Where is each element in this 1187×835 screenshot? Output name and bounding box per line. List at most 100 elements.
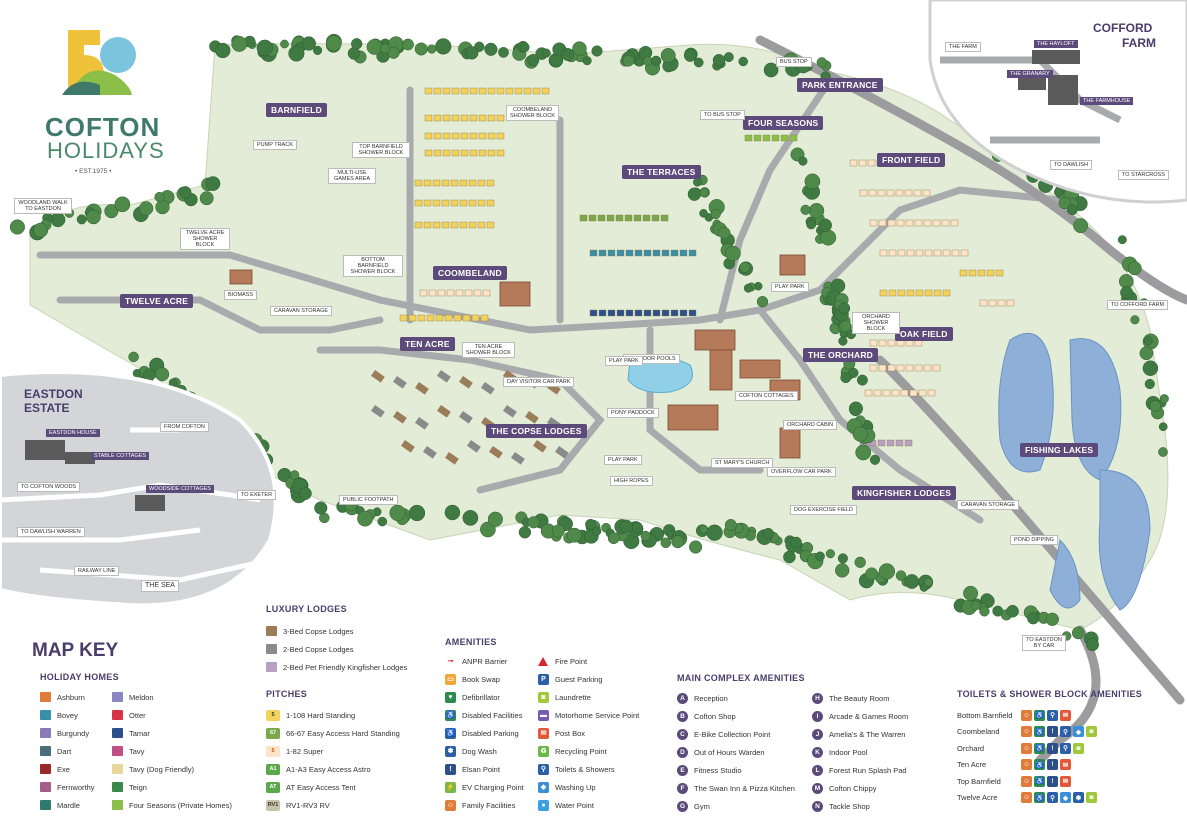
area-label-the-terraces[interactable]: THE TERRACES (622, 165, 701, 179)
fire-point-icon (538, 656, 548, 666)
key-label: Forest Run Splash Pad (829, 765, 907, 775)
key-label: Cofton Shop (694, 711, 736, 721)
tree (869, 454, 881, 465)
area-label-the-orchard[interactable]: THE ORCHARD (803, 348, 879, 362)
key-label: AT Easy Access Tent (286, 782, 356, 792)
area-label-twelve-acre[interactable]: TWELVE ACRE (120, 294, 194, 308)
area-label-park-entrance[interactable]: PARK ENTRANCE (797, 78, 883, 92)
area-label-kingfisher-lodges[interactable]: KINGFISHER LODGES (852, 486, 957, 500)
key-label: Gym (694, 801, 710, 811)
tree (622, 54, 635, 67)
pitch-plot (895, 439, 904, 447)
key-label: Book Swap (462, 674, 500, 684)
key-item: ✽Dog Wash (445, 742, 524, 760)
key-label: E-Bike Collection Point (694, 729, 771, 739)
key-label: Out of Hours Warden (694, 747, 765, 757)
key-item: Otter (112, 706, 232, 724)
pitch-plot (435, 314, 444, 322)
laundrette-icon: ◙ (1073, 742, 1084, 754)
tree (1117, 235, 1127, 245)
label-cofton-cottages: COFTON COTTAGES (735, 391, 798, 402)
tree (1045, 612, 1059, 626)
lodge (510, 451, 525, 465)
tree (992, 605, 1004, 617)
tree (527, 54, 540, 67)
tree (619, 519, 634, 534)
pitch-plot (915, 289, 924, 297)
pitch-plot (868, 189, 877, 197)
tree (683, 49, 697, 62)
pitch-plot (634, 249, 643, 257)
area-label-coombeland[interactable]: COOMBELAND (433, 266, 507, 280)
tree (592, 526, 602, 536)
area-label-fishing-lakes[interactable]: FISHING LAKES (1020, 443, 1099, 457)
area-label-barnfield[interactable]: BARNFIELD (266, 103, 327, 117)
tree (541, 48, 551, 58)
key-item: ⚲Toilets & Showers (538, 760, 639, 778)
pitch-plot (867, 159, 876, 167)
pitch-plot (904, 439, 913, 447)
key-item: Tavy (112, 742, 232, 760)
pitch-plot (451, 114, 460, 122)
area-label-four-seasons[interactable]: FOUR SEASONS (743, 116, 824, 130)
tree (816, 57, 827, 68)
key-item: ☺Family Facilities (445, 796, 524, 814)
pitch-plot (922, 189, 931, 197)
family-icon: ☺ (1021, 759, 1032, 771)
eastdon-railway-line: RAILWAY LINE (74, 566, 120, 577)
key-label: 2-Bed Pet Friendly Kingfisher Lodges (283, 662, 408, 672)
luxury-lodges-list: 3-Bed Copse Lodges 2-Bed Copse Lodges 2-… (266, 622, 407, 676)
pitch-plot (477, 179, 486, 187)
swatch (40, 710, 51, 720)
tree (970, 600, 981, 611)
lodge (554, 446, 569, 459)
label-bus-stop: BUS STOP (776, 57, 812, 68)
pitch-plot (432, 221, 441, 229)
pitch-plot (968, 269, 977, 277)
pitch-plot (891, 389, 900, 397)
tree (408, 504, 426, 522)
pitch-plot (616, 309, 625, 317)
pitch-plot (432, 179, 441, 187)
area-label-front-field[interactable]: FRONT FIELD (877, 153, 946, 167)
key-item: !Elsan Point (445, 760, 524, 778)
pitch-plot (927, 389, 936, 397)
pitch-plot (477, 221, 486, 229)
toilet-block-name: Coombeland (957, 727, 1000, 737)
key-label: Fitness Studio (694, 765, 742, 775)
pitch-plot (660, 214, 669, 222)
tree (1086, 638, 1099, 652)
label-overflow: OVERFLOW CAR PARK (767, 467, 836, 478)
area-label-oak-field[interactable]: OAK FIELD (895, 327, 953, 341)
elsan-icon: ! (1047, 726, 1058, 738)
pitch-plot (888, 249, 897, 257)
tree (671, 535, 685, 549)
tree (763, 62, 779, 78)
pitch-plot (468, 221, 477, 229)
pitch-plot (950, 219, 959, 227)
area-label-the-copse-lodges[interactable]: THE COPSE LODGES (486, 424, 587, 438)
area-label-ten-acre[interactable]: TEN ACRE (400, 337, 455, 351)
pitch-plot (598, 249, 607, 257)
tree (280, 39, 289, 49)
lodge (414, 417, 429, 430)
toilet-block-row: Orchard☺♿!⚲◙ (957, 740, 1099, 757)
key-label: Disabled Parking (462, 728, 519, 738)
tree (1058, 196, 1072, 210)
label-day-visitor: DAY VISITOR CAR PARK (503, 377, 575, 388)
eastdon-to-exeter: TO EXETER (237, 490, 277, 501)
tree (723, 52, 734, 63)
pitch-plot (468, 179, 477, 187)
tree (549, 54, 563, 68)
post-icon: ✉ (1060, 775, 1071, 787)
tree (699, 209, 708, 218)
tree (498, 47, 509, 58)
key-label: Exe (57, 764, 70, 774)
pitch-plot (424, 149, 433, 157)
